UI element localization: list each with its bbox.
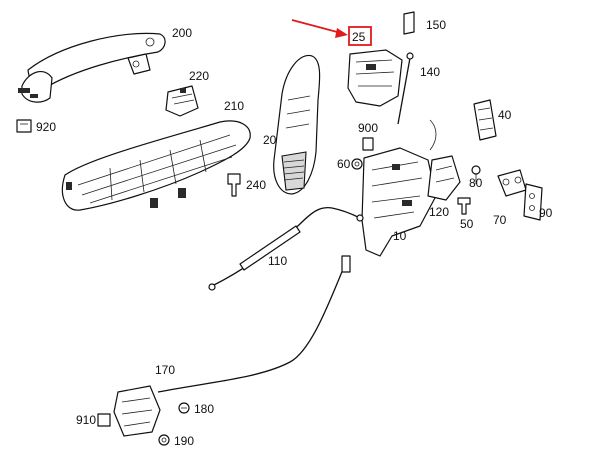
label-150: 150 bbox=[426, 18, 446, 32]
label-120: 120 bbox=[429, 205, 449, 219]
label-240: 240 bbox=[246, 178, 266, 192]
part-180-screw[interactable] bbox=[178, 402, 190, 414]
label-210: 210 bbox=[224, 99, 244, 113]
label-220: 220 bbox=[189, 69, 209, 83]
part-80-screw[interactable] bbox=[471, 165, 481, 184]
part-920-cap[interactable] bbox=[16, 119, 32, 133]
label-920: 920 bbox=[36, 120, 56, 134]
label-10: 10 bbox=[393, 229, 407, 243]
part-900-clip[interactable] bbox=[362, 137, 374, 151]
part-210-handle-carrier[interactable] bbox=[61, 120, 251, 211]
part-120-bracket[interactable] bbox=[427, 155, 461, 201]
label-200: 200 bbox=[172, 26, 192, 40]
part-140-rod[interactable] bbox=[397, 52, 414, 125]
label-20: 20 bbox=[263, 133, 277, 147]
part-150-cap[interactable] bbox=[403, 11, 415, 35]
part-60-grommet[interactable] bbox=[351, 158, 363, 170]
label-110: 110 bbox=[268, 254, 287, 268]
part-190-nut[interactable] bbox=[158, 434, 170, 446]
label-180: 180 bbox=[194, 402, 214, 416]
label-70: 70 bbox=[493, 213, 507, 227]
highlight-box-25 bbox=[348, 26, 372, 46]
part-10-lock[interactable] bbox=[361, 119, 437, 257]
part-20-bracket[interactable] bbox=[273, 54, 321, 195]
part-200-outer-handle[interactable] bbox=[18, 32, 166, 103]
label-60: 60 bbox=[337, 157, 351, 171]
part-70-striker[interactable] bbox=[497, 169, 527, 197]
label-25: 25 bbox=[352, 30, 366, 44]
part-170-cable[interactable] bbox=[157, 255, 351, 393]
label-80: 80 bbox=[469, 176, 483, 190]
part-25-cover[interactable] bbox=[347, 49, 403, 107]
label-170: 170 bbox=[155, 363, 175, 377]
part-50-bolt[interactable] bbox=[457, 197, 471, 215]
part-910-actuator[interactable] bbox=[97, 385, 161, 437]
label-140: 140 bbox=[420, 65, 440, 79]
highlight-arrow bbox=[291, 19, 348, 38]
label-40: 40 bbox=[498, 108, 512, 122]
label-900: 900 bbox=[358, 121, 378, 135]
label-910: 910 bbox=[76, 413, 96, 427]
label-90: 90 bbox=[539, 206, 553, 220]
part-220-bracket[interactable] bbox=[165, 85, 199, 117]
label-190: 190 bbox=[174, 434, 194, 448]
part-40-switch[interactable] bbox=[473, 99, 497, 141]
part-90-plate[interactable] bbox=[523, 183, 543, 221]
part-110-cable[interactable] bbox=[208, 206, 364, 291]
part-240-clip[interactable] bbox=[227, 173, 241, 197]
label-50: 50 bbox=[460, 217, 474, 231]
